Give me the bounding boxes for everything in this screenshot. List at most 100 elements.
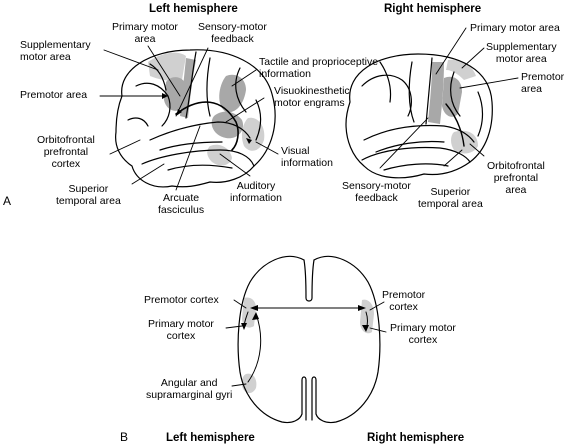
- label-left-auditory-information: Auditory information: [230, 180, 282, 204]
- panel-a-left-title: Left hemisphere: [149, 3, 238, 15]
- left-gyrus-line-7: [167, 164, 233, 171]
- left-primary-motor-shading: [180, 58, 196, 118]
- leader-right-premotor: [459, 77, 519, 89]
- arrowhead-left-sensory: [176, 109, 182, 116]
- left-arcuate-fasciculus: [175, 101, 239, 151]
- label-b-primary-motor-cortex-left: Primary motor cortex: [148, 318, 214, 342]
- panel-a-letter: A: [3, 194, 12, 208]
- arrowhead-interhemispheric-right: [358, 305, 366, 311]
- label-right-primary-motor-area: Primary motor area: [470, 22, 560, 34]
- arrowhead-right-downward: [362, 325, 369, 332]
- label-left-arcuate-fasciculus: Arcuate fasciculus: [158, 192, 205, 216]
- right-brain-outline: [345, 53, 493, 179]
- left-hemisphere-brain: [115, 49, 276, 188]
- leader-right-superior-temporal: [443, 149, 463, 167]
- label-right-premotor-area: Premotor area: [521, 71, 565, 95]
- left-angular-gyri-shading: [242, 373, 257, 394]
- right-temporal-lobe-line: [361, 146, 471, 163]
- label-right-supplementary-motor-area: Supplementary motor area: [486, 41, 557, 65]
- left-gyrus-line-4: [235, 67, 247, 113]
- left-gyrus-line-6: [159, 141, 223, 151]
- panel-a-right-title: Right hemisphere: [384, 3, 482, 15]
- left-gyrus-line-5: [255, 99, 262, 141]
- top-view-right-hemisphere: [311, 255, 381, 424]
- arrowhead-left-downward: [241, 323, 247, 330]
- right-gyrus-line-1: [361, 74, 412, 117]
- leader-left-orbitofrontal: [109, 139, 141, 155]
- leader-left-sensory-motor: [175, 47, 209, 117]
- right-temporal-shading: [451, 130, 478, 154]
- panel-b-leader-lines: [225, 299, 387, 387]
- right-gyrus-line-7: [383, 163, 449, 171]
- label-b-premotor-cortex-left: Premotor cortex: [144, 294, 219, 306]
- arrowhead-left-upward: [252, 312, 259, 320]
- panel-b-left-title: Left hemisphere: [166, 432, 255, 444]
- left-gyrus-line-2: [149, 63, 167, 91]
- leader-b-primary-right: [369, 327, 387, 333]
- label-left-premotor-area: Premotor area: [20, 89, 88, 101]
- panel-b-letter: B: [120, 430, 129, 444]
- right-hemisphere-brain: [345, 53, 493, 179]
- leader-right-orbitofrontal: [469, 143, 485, 157]
- leader-b-premotor-right: [369, 301, 385, 311]
- leader-left-arcuate: [175, 125, 201, 191]
- left-visuokinesthetic-shading: [211, 111, 244, 139]
- left-sylvian-fissure: [149, 121, 251, 141]
- leader-left-auditory: [219, 153, 251, 177]
- leader-left-primary-motor: [147, 45, 181, 97]
- label-left-tactile-proprioceptive: Tactile and proprioceptive information: [259, 56, 379, 80]
- leader-right-supplementary: [461, 47, 485, 69]
- top-view-brain: [237, 255, 381, 424]
- left-supplementary-motor-shading: [148, 52, 186, 81]
- label-right-sensory-motor-feedback: Sensory-motor feedback: [342, 180, 411, 204]
- leader-left-supplementary: [103, 49, 159, 71]
- left-temporal-lobe-line: [141, 149, 255, 167]
- right-primary-motor-shading: [428, 62, 444, 124]
- label-left-orbitofrontal: Orbitofrontal prefrontal cortex: [37, 134, 95, 170]
- right-gyrus-line-2: [379, 61, 392, 103]
- left-visual-shading: [241, 117, 265, 151]
- right-premotor-shading: [442, 76, 462, 117]
- right-gyrus-line-6: [375, 140, 445, 153]
- right-gyrus-line-5: [477, 91, 484, 137]
- leader-right-primary-motor: [435, 27, 467, 75]
- panel-b-arrowheads: [241, 305, 369, 332]
- label-b-primary-motor-cortex-right: Primary motor cortex: [390, 322, 456, 346]
- left-gyrus-line-8: [127, 117, 149, 127]
- panel-b-right-title: Right hemisphere: [367, 432, 465, 444]
- leader-left-superior-temporal: [131, 163, 165, 185]
- label-left-superior-temporal: Superior temporal area: [56, 183, 121, 207]
- arrowhead-left-premotor: [162, 93, 168, 99]
- label-left-visual-information: Visual information: [281, 145, 333, 169]
- right-sylvian-fissure: [363, 124, 475, 143]
- right-central-sulcus: [425, 57, 433, 125]
- leader-left-visuokinesthetic: [225, 97, 265, 123]
- label-right-superior-temporal: Superior temporal area: [418, 186, 483, 210]
- leader-left-visual: [255, 141, 279, 155]
- arrowhead-left-visual: [246, 138, 252, 144]
- label-left-sensory-motor-feedback: Sensory-motor feedback: [198, 21, 267, 45]
- leader-right-sensory-motor: [379, 117, 429, 169]
- left-gyrus-line-3: [206, 57, 211, 117]
- right-internal-connection: [445, 103, 465, 147]
- label-right-orbitofrontal: Orbitofrontal prefrontal area: [487, 160, 545, 196]
- leader-b-angular: [231, 383, 247, 387]
- arrowhead-interhemispheric-left: [250, 305, 258, 311]
- leader-b-primary-left: [225, 325, 243, 329]
- leader-left-tactile: [231, 69, 257, 87]
- right-gyrus-line-3: [408, 61, 415, 123]
- label-b-premotor-cortex-right: Premotor cortex: [382, 289, 426, 313]
- right-supplementary-shading: [446, 59, 476, 80]
- right-gyrus-line-4: [450, 71, 461, 117]
- label-left-supplementary-motor-area: Supplementary motor area: [20, 39, 91, 63]
- left-intrahemispheric-path: [247, 313, 262, 383]
- label-b-angular-supramarginal: Angular and supramarginal gyri: [146, 377, 233, 401]
- top-view-left-hemisphere: [237, 255, 307, 424]
- label-left-visuokinesthetic: Visuokinesthetic motor engrams: [274, 85, 350, 109]
- leader-b-premotor-left: [233, 299, 247, 309]
- panel-a-arrowheads: [162, 93, 252, 144]
- panel-a-leader-lines: [99, 27, 519, 191]
- label-left-primary-motor-area: Primary motor area: [112, 21, 178, 45]
